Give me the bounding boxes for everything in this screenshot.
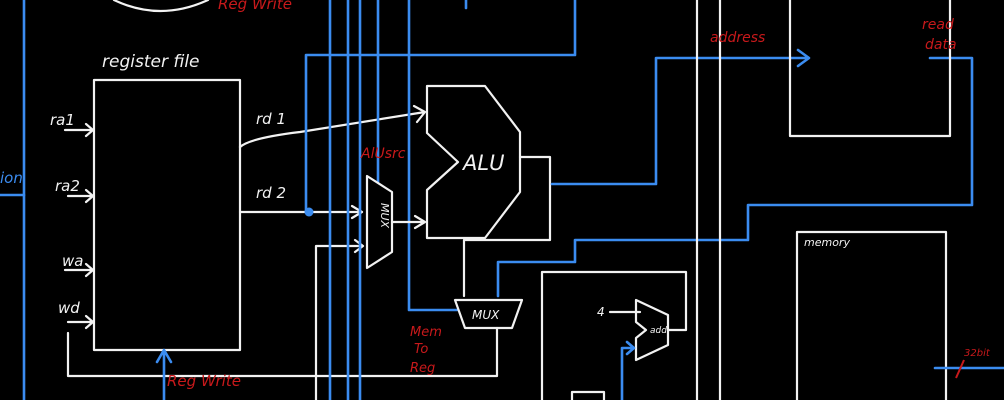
alusrc-label: AlUsrc bbox=[360, 146, 406, 162]
pc-to-adder-wire bbox=[620, 340, 636, 400]
adder-const: 4 bbox=[597, 305, 605, 319]
pc-loop-wire bbox=[540, 270, 688, 400]
rd1-wire bbox=[238, 104, 427, 149]
ra1-label: ra1 bbox=[50, 111, 75, 129]
writeback-wire bbox=[66, 326, 499, 378]
readdata-to-mux-wire bbox=[496, 56, 974, 298]
alu-to-address-wire bbox=[550, 48, 811, 186]
mux-to-alu-wire bbox=[390, 214, 427, 230]
instruction-memory-box bbox=[795, 230, 948, 400]
memtoreg-mux-label: MUX bbox=[472, 308, 500, 322]
alu-result-wire bbox=[462, 155, 552, 298]
address-label: address bbox=[710, 30, 765, 46]
memtoreg-label-1: Mem bbox=[410, 325, 442, 340]
rd2-label: rd 2 bbox=[256, 184, 286, 202]
instruction-memory-title: memory bbox=[804, 236, 850, 249]
regwrite-top-label: Reg Write bbox=[218, 0, 292, 13]
alusrc-mux bbox=[365, 174, 394, 270]
rd1-label: rd 1 bbox=[256, 110, 286, 128]
control-path-alu bbox=[304, 0, 577, 214]
instruction-label-fragment: ion bbox=[0, 169, 23, 187]
data-memory-box bbox=[788, 0, 952, 138]
register-file-box bbox=[92, 78, 242, 352]
memtoreg-control-line bbox=[407, 0, 459, 312]
ra1-arrow bbox=[63, 122, 95, 138]
wa-label: wa bbox=[62, 252, 83, 270]
pc-register-top bbox=[570, 390, 606, 400]
regwrite-arrow bbox=[155, 348, 173, 400]
wd-arrow bbox=[66, 314, 95, 330]
rd2-wire bbox=[238, 204, 364, 220]
adder-label: add bbox=[650, 326, 667, 336]
wa-arrow bbox=[63, 262, 95, 278]
ra2-arrow bbox=[66, 188, 95, 204]
memtoreg-label-3: Reg bbox=[410, 361, 435, 376]
alusrc-mux-label: MUX bbox=[378, 203, 391, 229]
top-partial-circle bbox=[112, 0, 210, 13]
memtoreg-label-2: To bbox=[414, 342, 428, 357]
alu-shape bbox=[425, 84, 522, 240]
regwrite-label: Reg Write bbox=[167, 372, 241, 390]
register-file-title: register file bbox=[102, 52, 200, 72]
wd-label: wd bbox=[58, 299, 80, 317]
bus-width-slash bbox=[955, 359, 965, 379]
alu-label: ALU bbox=[461, 151, 504, 175]
read-data-label-1: read bbox=[922, 17, 954, 33]
memtoreg-mux bbox=[453, 298, 524, 330]
ra2-label: ra2 bbox=[55, 177, 80, 195]
read-data-label-2: data bbox=[925, 37, 957, 53]
bus-width-label: 32bit bbox=[964, 348, 991, 359]
adder-shape bbox=[634, 298, 670, 362]
immediate-wire bbox=[314, 238, 365, 400]
